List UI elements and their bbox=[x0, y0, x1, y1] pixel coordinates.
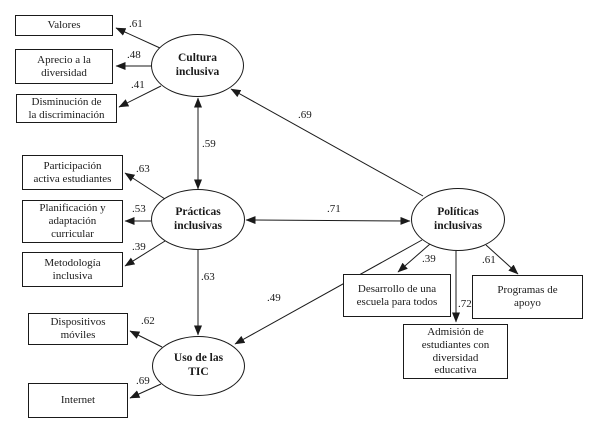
observed-internet: Internet bbox=[28, 383, 128, 418]
path-coef-cultura-practicas: .59 bbox=[202, 138, 216, 150]
latent-practicas: Prácticas inclusivas bbox=[151, 189, 245, 250]
arrow-usotic-internet bbox=[129, 383, 162, 399]
observed-admision: Admisión de estudiantes con diversidad e… bbox=[403, 324, 508, 379]
latent-usotic: Uso de las TIC bbox=[152, 336, 245, 396]
path-practicas-politicas bbox=[245, 216, 411, 225]
loading-desarrollo: .39 bbox=[422, 253, 436, 265]
loading-metodologia: .39 bbox=[132, 241, 146, 253]
observed-programas: Programas de apoyo bbox=[472, 275, 583, 319]
loading-internet: .69 bbox=[136, 375, 150, 387]
observed-metodologia: Metodología inclusiva bbox=[22, 252, 123, 287]
loading-admision: .72 bbox=[458, 298, 472, 310]
latent-politicas: Políticas inclusivas bbox=[411, 188, 505, 251]
loading-programas: .61 bbox=[482, 254, 496, 266]
arrow-politicas-programas bbox=[485, 244, 519, 275]
arrow-practicas-metodologia bbox=[124, 240, 166, 267]
path-politicas-usotic bbox=[234, 239, 423, 345]
loading-participacion: .63 bbox=[136, 163, 150, 175]
observed-desarrollo: Desarrollo de una escuela para todos bbox=[343, 274, 451, 317]
observed-participacion: Participación activa estudiantes bbox=[22, 155, 123, 190]
observed-planificacion: Planificación y adaptación curricular bbox=[22, 200, 123, 243]
loading-planificacion: .53 bbox=[132, 203, 146, 215]
path-coef-politicas-usotic: .49 bbox=[267, 292, 281, 304]
observed-valores: Valores bbox=[15, 15, 113, 36]
path-coef-practicas-politicas: .71 bbox=[327, 203, 341, 215]
observed-disminucion: Disminución de la discriminación bbox=[16, 94, 117, 123]
latent-cultura: Cultura inclusiva bbox=[151, 34, 244, 97]
path-coef-practicas-usotic: .63 bbox=[201, 271, 215, 283]
loading-aprecio: .48 bbox=[127, 49, 141, 61]
path-cultura-politicas bbox=[230, 88, 424, 197]
arrow-politicas-desarrollo bbox=[397, 243, 431, 273]
arrow-usotic-dispositivos bbox=[129, 330, 163, 348]
arrow-cultura-disminucion bbox=[118, 85, 162, 108]
loading-disminucion: .41 bbox=[131, 79, 145, 91]
observed-dispositivos: Dispositivos móviles bbox=[28, 313, 128, 345]
loading-valores: .61 bbox=[129, 18, 143, 30]
arrow-practicas-participacion bbox=[124, 172, 166, 200]
observed-aprecio: Aprecio a la diversidad bbox=[15, 49, 113, 84]
loading-dispositivos: .62 bbox=[141, 315, 155, 327]
path-coef-cultura-politicas: .69 bbox=[298, 109, 312, 121]
arrow-cultura-valores bbox=[115, 27, 161, 49]
